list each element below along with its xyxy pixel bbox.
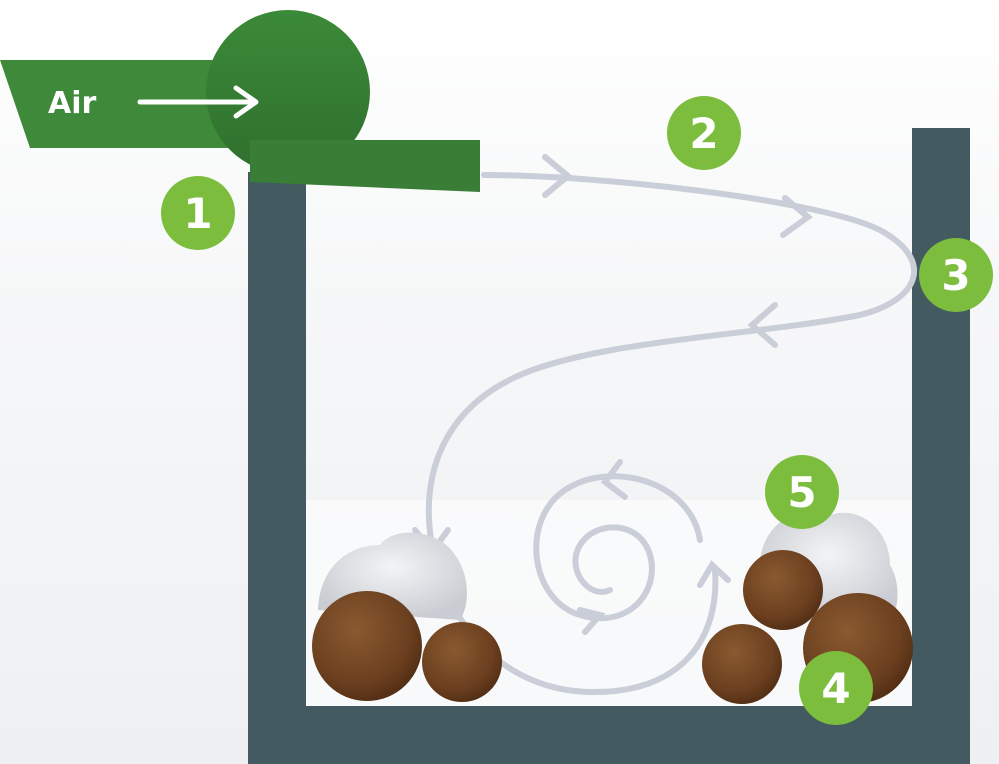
badge-5: 5 [765, 455, 839, 529]
svg-text:3: 3 [941, 251, 970, 300]
badge-1: 1 [161, 176, 235, 250]
air-blower: Air [0, 10, 480, 192]
badge-2: 2 [667, 96, 741, 170]
log [702, 624, 782, 704]
badge-4: 4 [799, 651, 873, 725]
svg-text:2: 2 [689, 109, 718, 158]
svg-text:5: 5 [787, 468, 816, 517]
chamber-left-wall [248, 172, 306, 764]
svg-text:4: 4 [821, 664, 850, 713]
svg-text:1: 1 [183, 189, 212, 238]
air-label: Air [48, 86, 97, 121]
chevron-arrow-3 [752, 305, 775, 345]
log [422, 622, 502, 702]
log [312, 591, 422, 701]
badge-3: 3 [919, 238, 993, 312]
chamber-right-wall [912, 128, 970, 764]
chamber-floor [248, 706, 970, 764]
log [743, 550, 823, 630]
